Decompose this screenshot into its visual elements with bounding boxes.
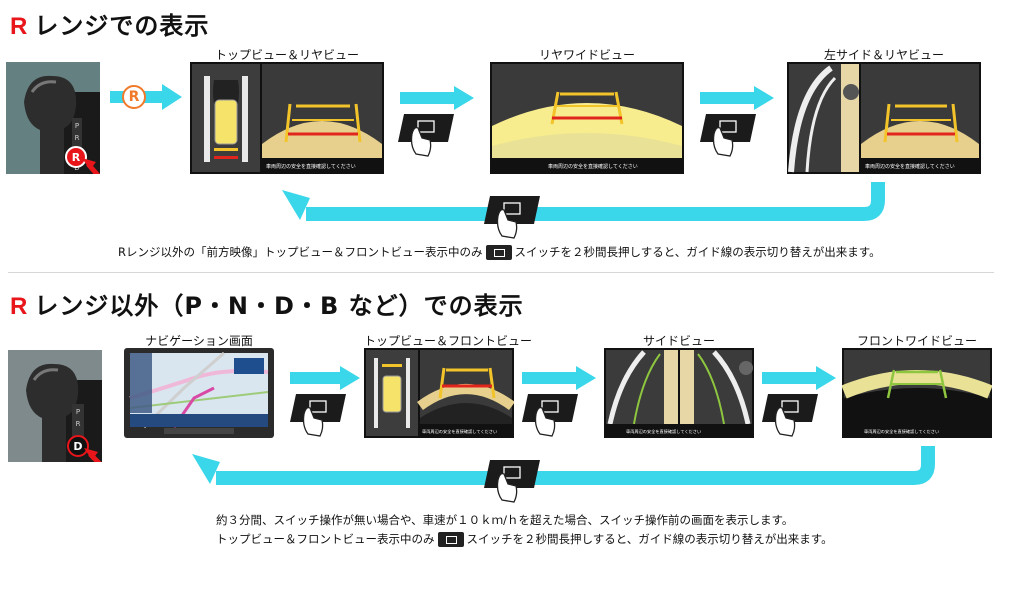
svg-text:P: P [76, 408, 80, 416]
screen-side-view: 車両周辺の安全を直接確認してください [604, 348, 754, 438]
gear-pos-letter-r: R [72, 151, 81, 164]
caption-side-view: サイドビュー [642, 334, 715, 348]
arrow-right-icon [762, 366, 836, 390]
screen-warning-text: 車両周辺の安全を直接確認してください [865, 163, 955, 170]
screen-warning-text: 車両周辺の安全を直接確認してください [548, 163, 638, 170]
switch-press-icon [398, 112, 456, 158]
screen-rear-wide-view: 車両周辺の安全を直接確認してください [490, 62, 684, 174]
caption-top-front-view: トップビュー＆フロントビュー [364, 334, 533, 348]
screen-warning-text: 車両周辺の安全を直接確認してください [422, 428, 497, 435]
switch-press-icon [484, 194, 542, 240]
switch-key-icon [437, 532, 464, 547]
screen-navigation [124, 348, 274, 438]
arrow-right-icon [110, 84, 182, 110]
r-gear-badge: R [122, 85, 146, 109]
arrow-right-icon [700, 86, 774, 110]
screen-warning-text: 車両周辺の安全を直接確認してください [864, 428, 939, 435]
cycle-arrow-icon [276, 176, 888, 222]
screen-top-rear-view: 車両周辺の安全を直接確認してください [190, 62, 384, 174]
section2-note-line2: トップビュー＆フロントビュー表示中のみスイッチを２秒間長押しすると、ガイド線の表… [216, 532, 833, 547]
caption-left-side-rear-view: 左サイド＆リヤビュー [823, 48, 944, 62]
arrow-right-icon [522, 366, 596, 390]
screen-top-front-view: 車両周辺の安全を直接確認してください [364, 348, 515, 438]
caption-rear-wide-view: リヤワイドビュー [538, 48, 635, 62]
section1-r-letter: R [10, 13, 29, 40]
section2-note-line1: 約３分間、スイッチ操作が無い場合や、車速が１０ｋｍ/ｈを超えた場合、スイッチ操作… [216, 513, 794, 527]
screen-front-wide-view: 車両周辺の安全を直接確認してください [841, 348, 993, 438]
switch-press-icon [700, 112, 758, 158]
switch-press-icon [522, 392, 580, 438]
switch-press-icon [762, 392, 820, 438]
svg-text:R: R [75, 134, 80, 142]
switch-key-icon [485, 245, 512, 260]
arrow-right-icon [290, 366, 360, 390]
svg-text:D: D [74, 164, 79, 172]
section2-r-letter: R [10, 293, 29, 320]
svg-text:R: R [76, 420, 81, 428]
screen-warning-text: 車両周辺の安全を直接確認してください [266, 163, 356, 170]
gear-pos-letter-d: D [73, 440, 82, 453]
arrow-right-icon [400, 86, 474, 110]
section1-note: Rレンジ以外の「前方映像」トップビュー＆フロントビュー表示中のみスイッチを２秒間… [118, 245, 881, 260]
screen-left-side-rear-view: 車両周辺の安全を直接確認してください [787, 62, 981, 174]
svg-text:P: P [75, 122, 79, 130]
caption-front-wide-view: フロントワイドビュー [856, 334, 977, 348]
cycle-arrow-icon [186, 440, 938, 486]
switch-press-icon [290, 392, 348, 438]
switch-press-icon [484, 458, 542, 504]
gear-shifter-image-d: P R D [8, 350, 106, 470]
gear-shifter-image-r: P R D R [6, 62, 104, 182]
caption-navigation-screen: ナビゲーション画面 [145, 334, 253, 348]
screen-warning-text: 車両周辺の安全を直接確認してください [626, 428, 701, 435]
caption-top-rear-view: トップビュー＆リヤビュー [214, 48, 359, 62]
section-divider [8, 272, 994, 273]
